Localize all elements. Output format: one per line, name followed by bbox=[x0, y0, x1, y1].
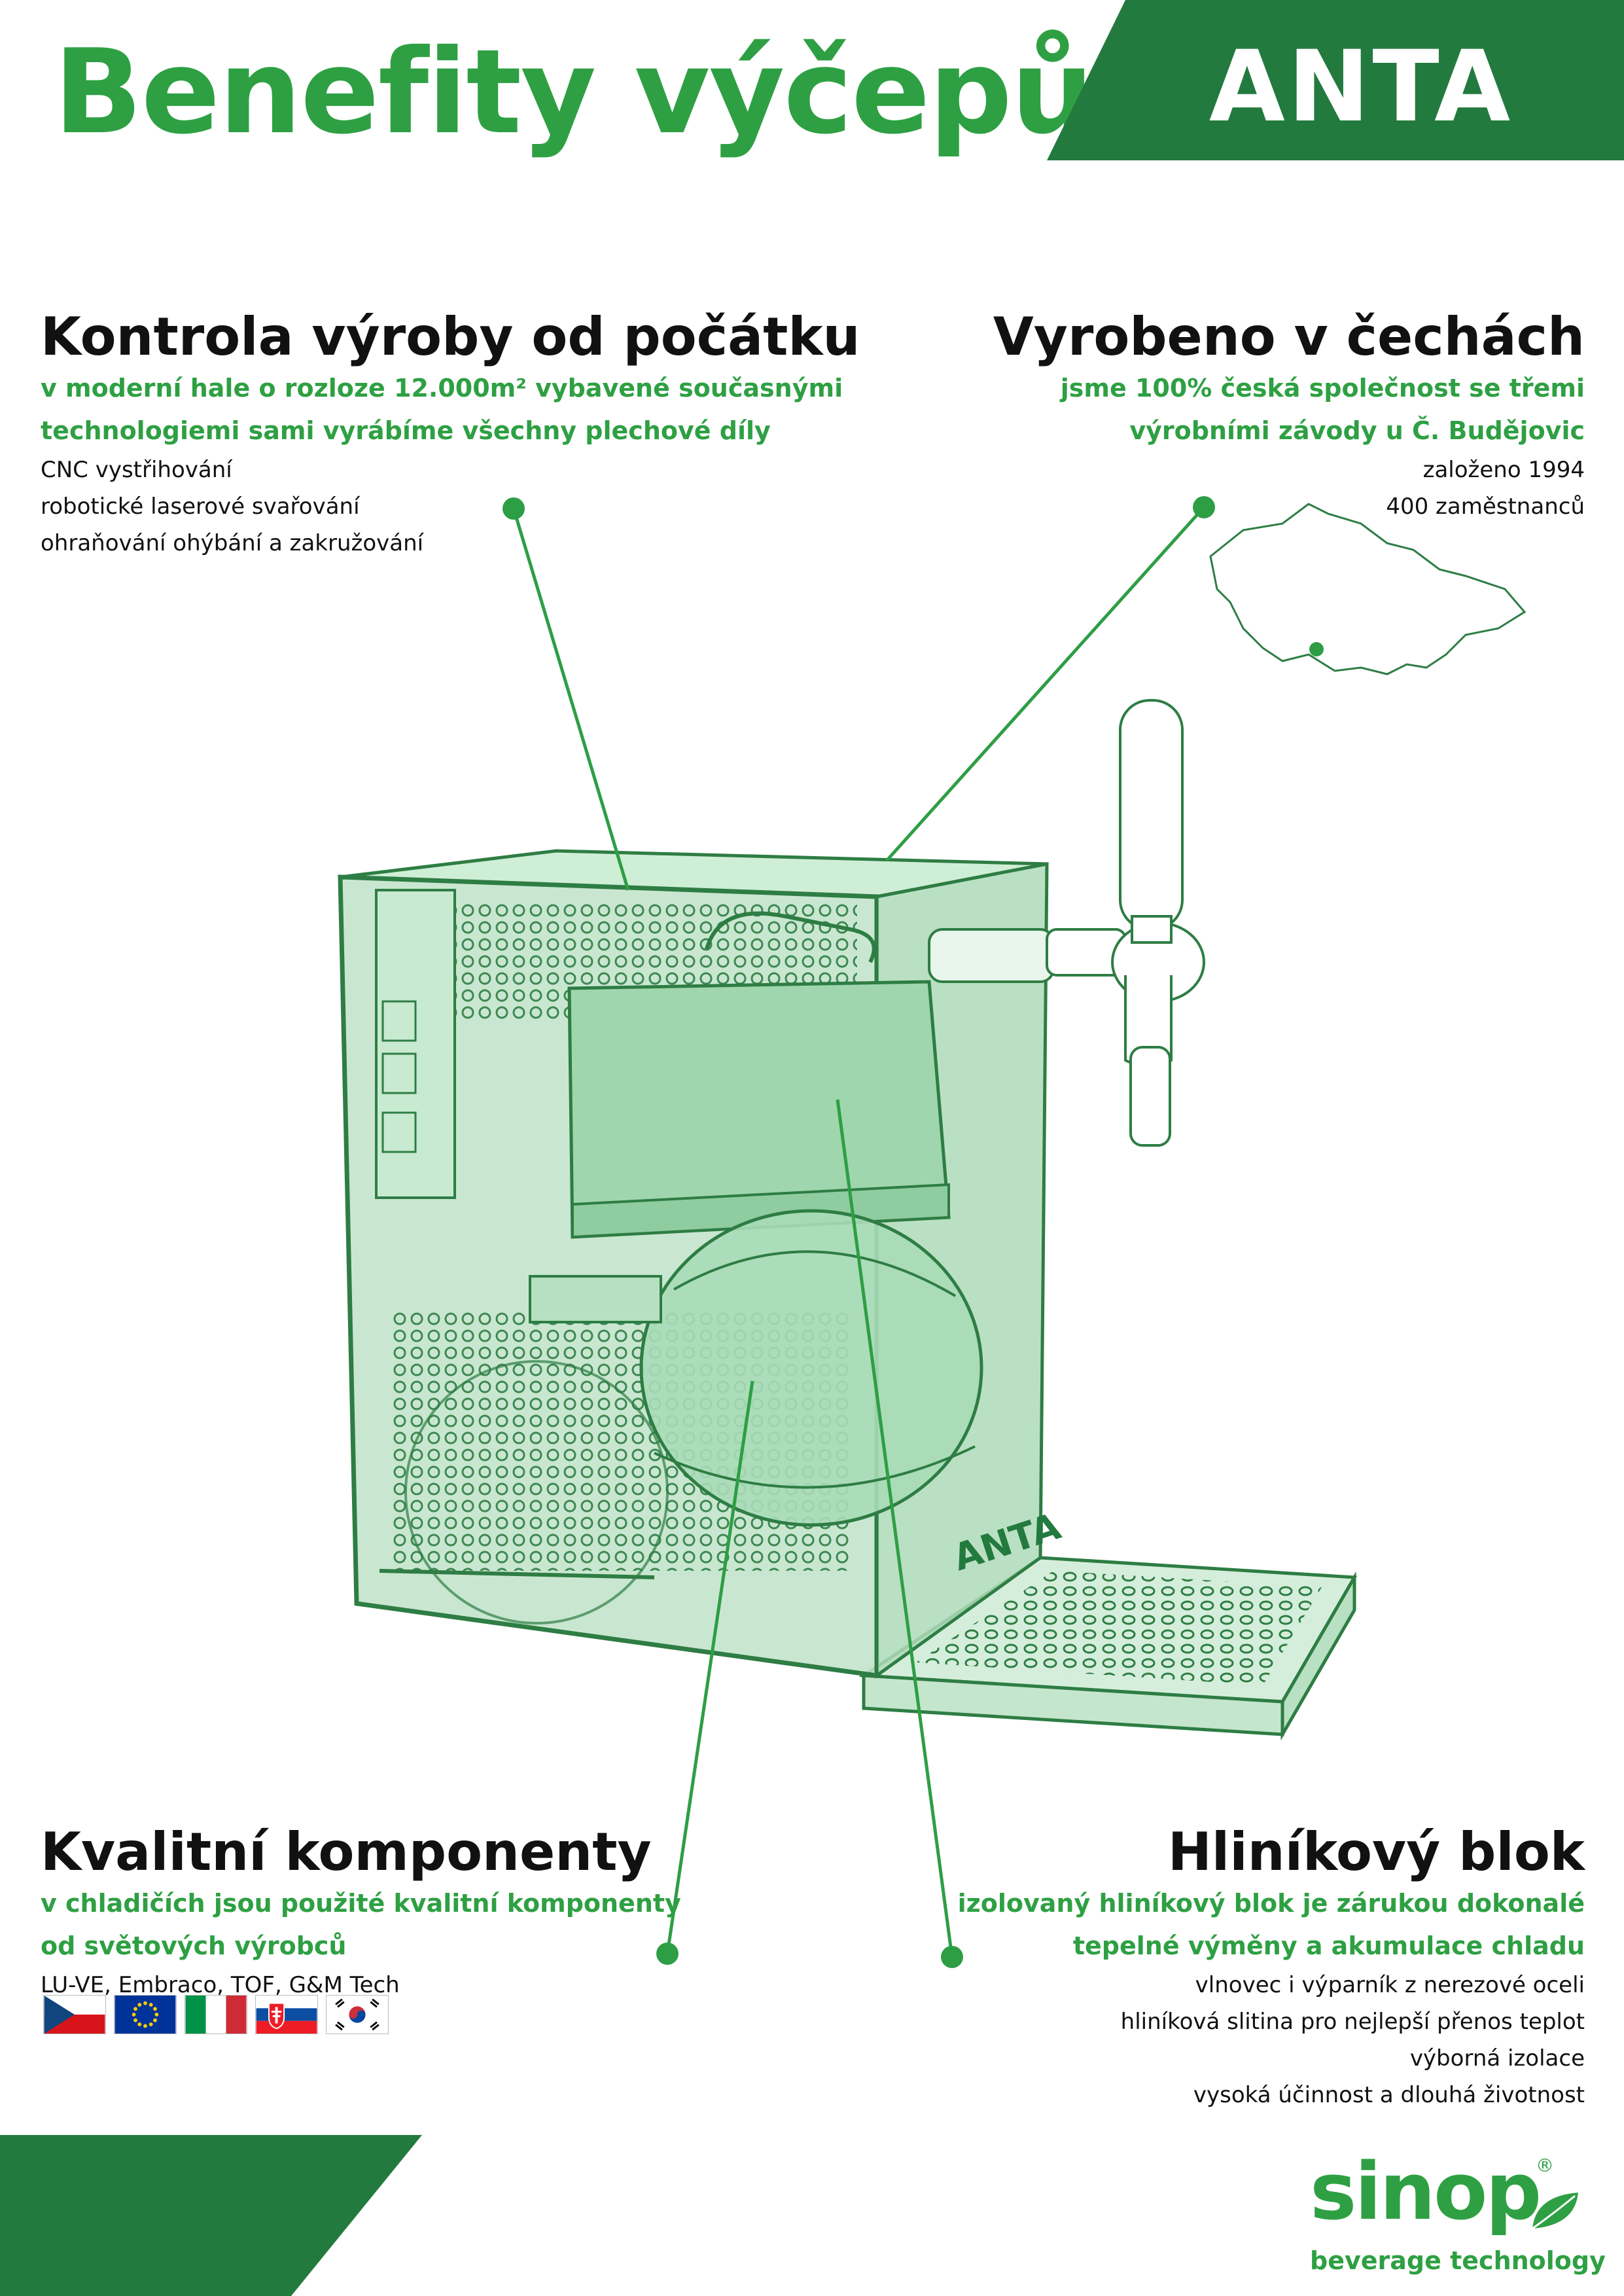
section-subtitle: izolovaný hliníkový blok je zárukou doko… bbox=[957, 1889, 1585, 1918]
page-title: Benefity výčepů bbox=[54, 24, 1094, 160]
logo-name: sinop bbox=[1310, 2147, 1542, 2238]
list-item: výborná izolace bbox=[1409, 2045, 1585, 2072]
leaf-icon bbox=[1532, 2193, 1578, 2230]
list-item: robotické laserové svařování bbox=[41, 493, 360, 520]
section-title: Kontrola výroby od počátku bbox=[41, 306, 860, 367]
section-subtitle: v moderní hale o rozloze 12.000m² vybave… bbox=[41, 374, 843, 403]
section-aluminium-block: Hliníkový blok izolovaný hliníkový blok … bbox=[958, 1826, 1585, 2114]
section-title: Vyrobeno v čechách bbox=[993, 306, 1585, 367]
logo-tagline: beverage technology bbox=[1310, 2246, 1606, 2275]
brand-banner bbox=[1047, 0, 1624, 160]
section-subtitle: tepelné výměny a akumulace chladu bbox=[1072, 1931, 1585, 1960]
eu-flag-icon bbox=[114, 1995, 177, 2034]
section-title: Hliníkový blok bbox=[1167, 1821, 1585, 1882]
drip-tray bbox=[858, 1556, 1358, 1741]
list-item: vlnovec i výparník z nerezové oceli bbox=[1195, 1972, 1585, 1999]
supplier-flags bbox=[43, 1995, 389, 2034]
device-badge: ANTA bbox=[948, 1505, 1066, 1580]
section-subtitle: výrobními závody u Č. Budějovic bbox=[1129, 416, 1585, 445]
section-title: Kvalitní komponenty bbox=[41, 1821, 652, 1882]
sinop-logo: sinop ® beverage technology bbox=[1310, 2147, 1606, 2284]
list-item: hliníková slitina pro nejlepší přenos te… bbox=[1120, 2009, 1585, 2036]
section-subtitle: v chladičích jsou použité kvalitní kompo… bbox=[41, 1889, 681, 1918]
list-item: vysoká účinnost a dlouhá životnost bbox=[1193, 2082, 1585, 2109]
section-subtitle: od světových výrobců bbox=[41, 1931, 347, 1960]
section-made-in-czech: Vyrobeno v čechách jsme 100% česká spole… bbox=[993, 311, 1585, 525]
list-item: CNC vystřihování bbox=[41, 457, 232, 484]
south-korea-flag-icon bbox=[326, 1995, 389, 2034]
list-item: 400 zaměstnanců bbox=[1386, 493, 1585, 520]
callout-lines bbox=[503, 496, 1215, 1968]
bottom-banner bbox=[0, 2135, 422, 2296]
cooler-cabinet bbox=[338, 849, 1049, 1679]
section-production-control: Kontrola výroby od počátku v moderní hal… bbox=[41, 311, 860, 562]
registered-mark: ® bbox=[1536, 2155, 1554, 2176]
list-item: založeno 1994 bbox=[1422, 457, 1585, 484]
italy-flag-icon bbox=[185, 1995, 247, 2034]
beer-tap bbox=[928, 699, 1205, 1147]
section-subtitle: jsme 100% česká společnost se třemi bbox=[1060, 374, 1585, 403]
section-subtitle: technologiemi sami vyrábíme všechny plec… bbox=[41, 416, 771, 445]
slovakia-flag-icon bbox=[255, 1995, 318, 2034]
list-item: ohraňování ohýbání a zakružování bbox=[41, 530, 424, 557]
brand-logo-text: ANTA bbox=[1209, 30, 1513, 144]
czech-flag-icon bbox=[43, 1995, 106, 2034]
list-item: LU-VE, Embraco, TOF, G&M Tech bbox=[41, 1972, 400, 1999]
section-quality-components: Kvalitní komponenty v chladičích jsou po… bbox=[41, 1826, 681, 2003]
czech-map-icon bbox=[1209, 503, 1527, 675]
